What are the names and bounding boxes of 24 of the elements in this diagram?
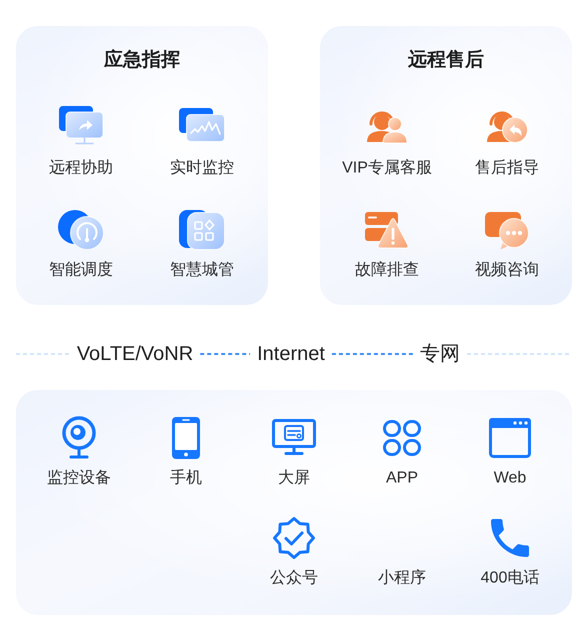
panel: [16, 390, 572, 615]
feature-label: 实时监控: [170, 158, 234, 178]
feature-label: 售后指导: [475, 158, 539, 178]
feature-label: 大屏: [278, 468, 310, 488]
feature-label: 智能调度: [49, 260, 113, 280]
feature-label: 小程序: [378, 568, 426, 588]
feature-label: 手机: [170, 468, 202, 488]
network-label: VoLTE/VoNR: [76, 342, 194, 366]
panel-heading: 远程售后: [408, 50, 484, 72]
feature-label: 远程协助: [49, 158, 113, 178]
panel: [320, 26, 572, 305]
feature-label: 400电话: [480, 568, 540, 588]
feature-label: VIP专属客服: [342, 158, 432, 178]
feature-label: 公众号: [270, 568, 318, 588]
panel-heading: 应急指挥: [104, 50, 180, 72]
feature-label: 监控设备: [47, 468, 111, 488]
feature-label: 视频咨询: [475, 260, 539, 280]
feature-label: APP: [386, 468, 418, 488]
panel: [16, 26, 268, 305]
feature-label: Web: [494, 468, 526, 488]
network-label: Internet: [257, 342, 325, 366]
feature-label: 故障排查: [355, 260, 419, 280]
feature-label: 智慧城管: [170, 260, 234, 280]
network-label: 专网: [420, 342, 460, 366]
